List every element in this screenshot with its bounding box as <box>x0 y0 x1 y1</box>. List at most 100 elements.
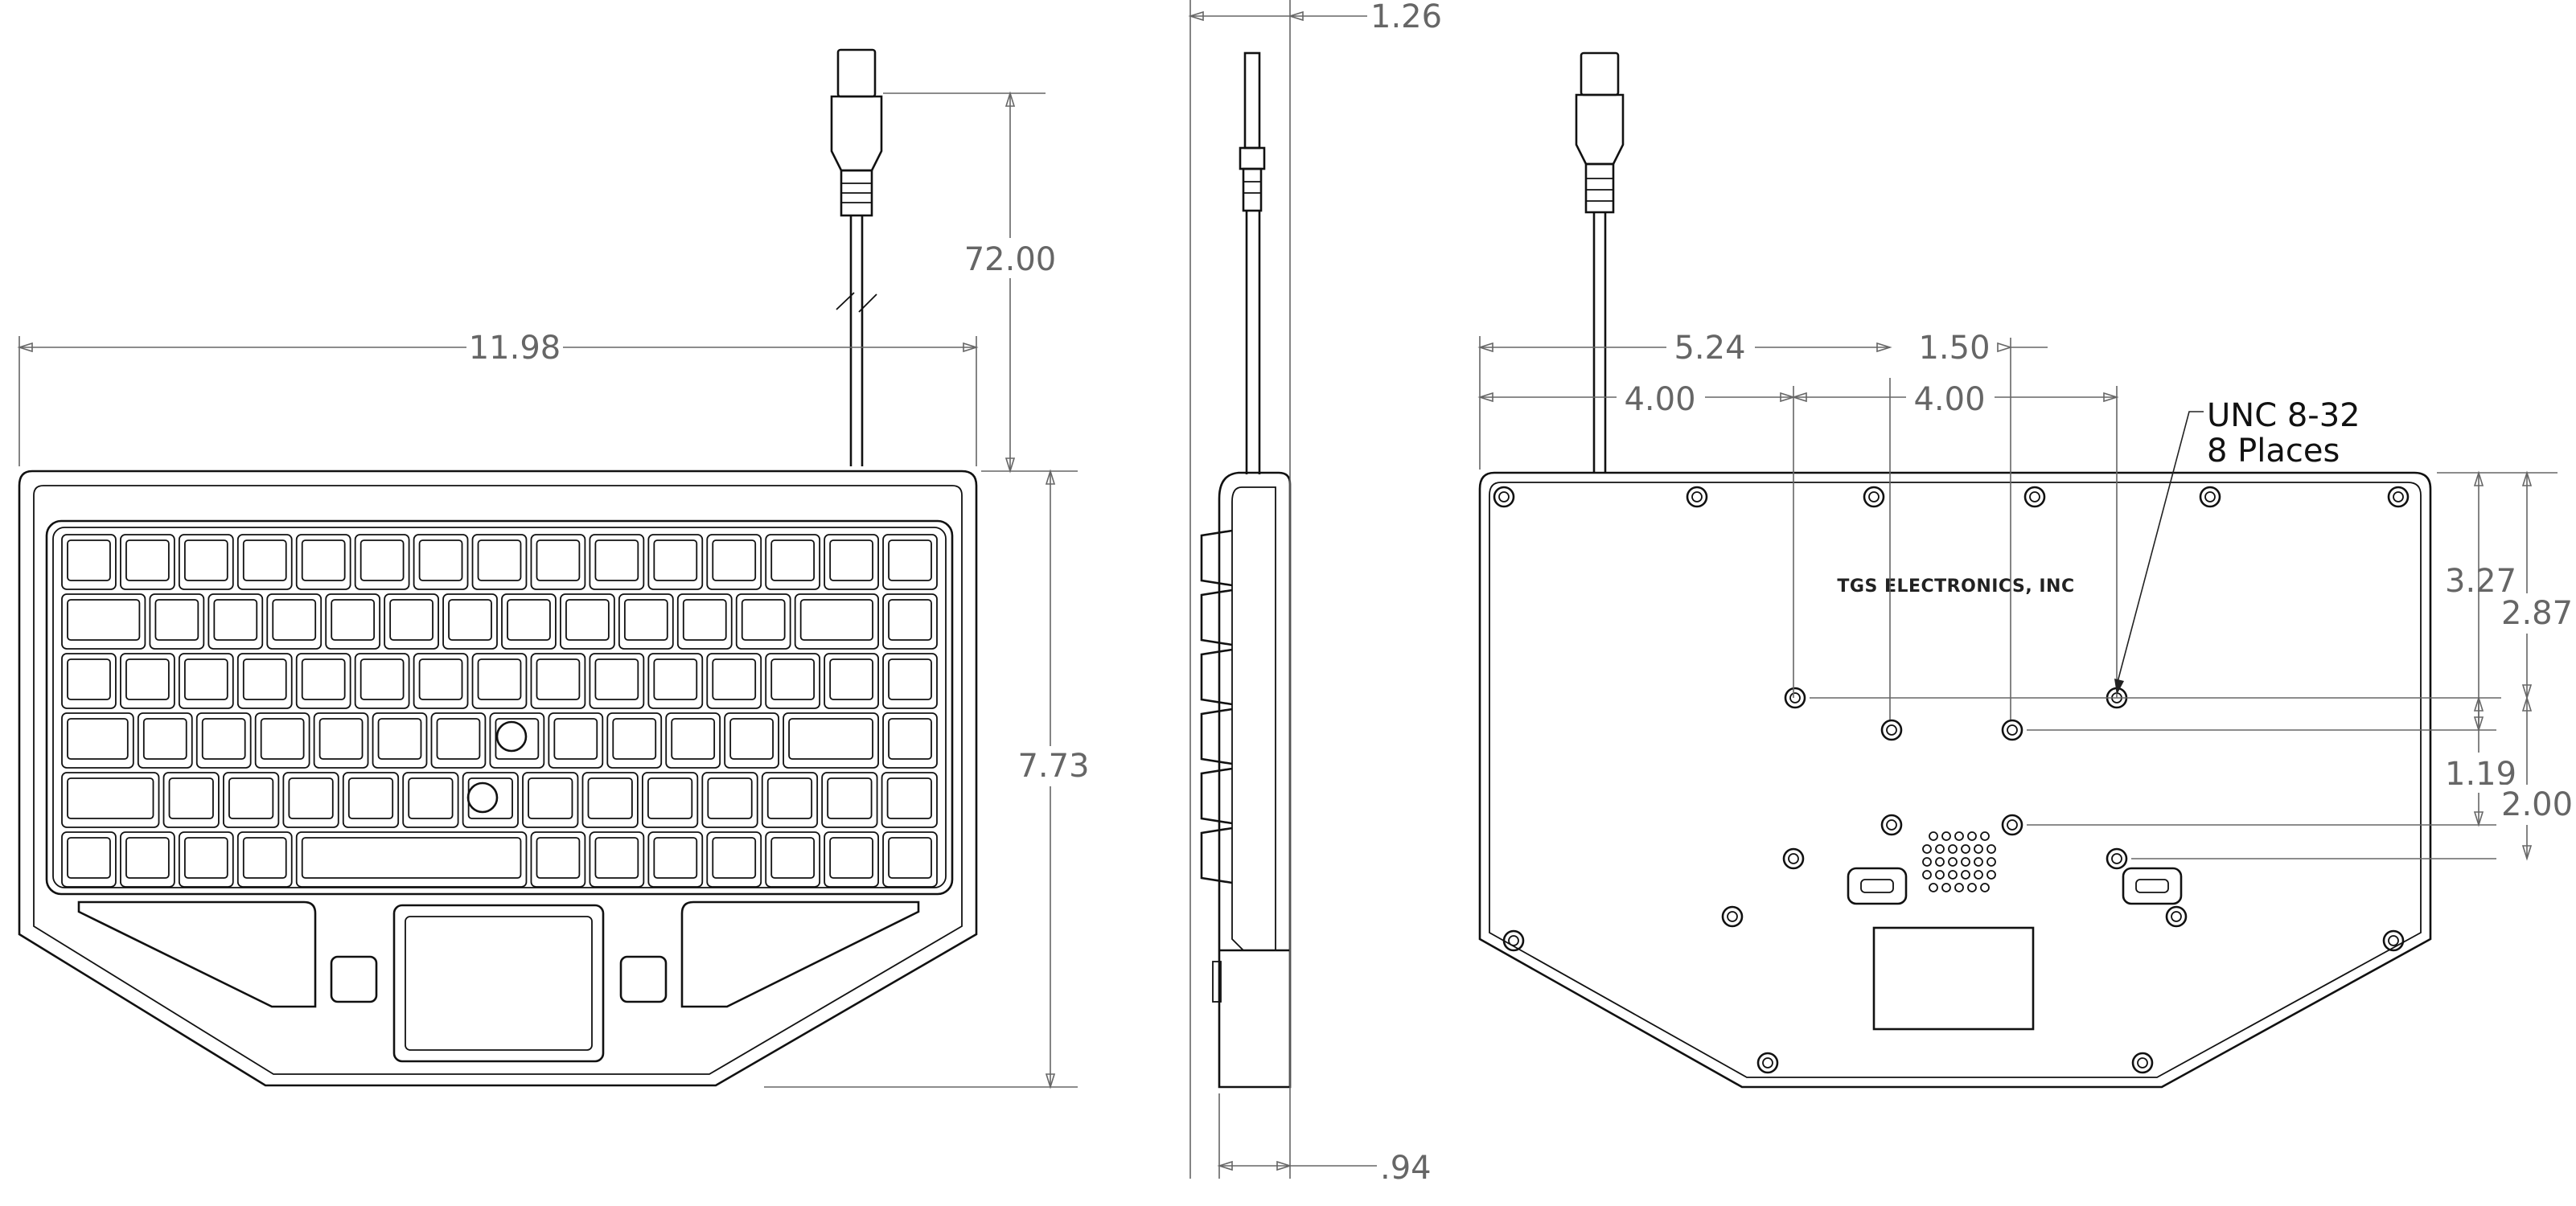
key <box>254 712 310 769</box>
mounting-hole <box>2382 929 2405 952</box>
key <box>137 712 193 769</box>
back-dimensions: 5.24 1.50 4.00 4.00 3.27 2.87 1.19 2.00 <box>1477 326 2574 861</box>
mounting-hole <box>2023 486 2046 508</box>
key <box>618 593 674 650</box>
key <box>162 772 220 828</box>
key <box>882 593 938 650</box>
key <box>701 772 758 828</box>
side-key <box>1200 708 1233 765</box>
key <box>178 534 234 590</box>
mounting-hole <box>1880 814 1903 836</box>
usb-port-left <box>1847 867 1908 905</box>
key <box>665 712 721 769</box>
mounting-hole <box>2131 1052 2154 1074</box>
mounting-hole <box>1493 486 1515 508</box>
mounting-hole <box>2387 486 2410 508</box>
dim-side-body-thickness: .94 <box>1380 1150 1432 1187</box>
key <box>471 534 528 590</box>
key <box>313 712 369 769</box>
side-key <box>1200 827 1233 884</box>
dim-hole-spacing-b: 1.50 <box>1918 330 1990 367</box>
mounting-hole <box>2106 847 2128 870</box>
mounting-hole <box>1756 1052 1779 1074</box>
key <box>706 831 762 888</box>
key <box>761 772 819 828</box>
key <box>384 593 439 650</box>
key <box>120 653 175 709</box>
mounting-hole <box>2199 486 2221 508</box>
dim-overall-width: 11.98 <box>469 330 561 367</box>
key <box>647 831 704 888</box>
dim-hole-spacing-d: 4.00 <box>1913 381 1985 418</box>
key <box>489 712 545 769</box>
dim-overall-depth: 7.73 <box>1017 748 1089 785</box>
left-mouse-button <box>330 955 378 1003</box>
mounting-hole <box>1686 486 1708 508</box>
side-keys <box>1200 529 1233 1003</box>
right-palm-rest <box>680 900 920 1008</box>
side-key <box>1200 648 1233 706</box>
key <box>342 772 400 828</box>
key <box>765 653 821 709</box>
mounting-hole <box>1863 486 1885 508</box>
key <box>354 534 410 590</box>
key <box>824 653 879 709</box>
key <box>61 772 160 828</box>
key <box>581 772 639 828</box>
key <box>530 534 586 590</box>
dim-cable-length: 72.00 <box>964 241 1057 278</box>
key <box>589 534 645 590</box>
back-view: TGS ELECTRONICS, INC <box>1478 51 2432 1089</box>
touchpad <box>392 904 605 1063</box>
key <box>765 831 821 888</box>
mounting-hole <box>1721 905 1744 928</box>
mounting-hole <box>2165 905 2188 928</box>
key <box>522 772 579 828</box>
key <box>61 653 117 709</box>
key <box>881 772 938 828</box>
key <box>236 831 293 888</box>
key <box>548 712 604 769</box>
side-view <box>1200 51 1292 1089</box>
key <box>824 534 879 590</box>
key <box>824 831 879 888</box>
key <box>676 593 733 650</box>
key <box>794 593 879 650</box>
keyboard-keys <box>61 534 938 888</box>
mounting-hole <box>1784 687 1806 709</box>
front-dimensions: 11.98 72.00 7.73 <box>17 91 1092 1089</box>
key <box>641 772 699 828</box>
key <box>882 653 938 709</box>
dim-hole-offset-c: 4.00 <box>1624 381 1695 418</box>
dim-hole-offset-a: 5.24 <box>1674 330 1745 367</box>
dim-hole-vert-h: 2.00 <box>2501 786 2573 823</box>
side-key <box>1200 589 1233 646</box>
key <box>530 831 586 888</box>
key <box>589 653 645 709</box>
key <box>178 653 234 709</box>
front-cable <box>830 48 883 466</box>
key <box>647 534 704 590</box>
pointing-stick <box>466 781 499 814</box>
left-palm-rest <box>77 900 317 1008</box>
key <box>706 653 762 709</box>
key <box>471 653 528 709</box>
key <box>61 593 146 650</box>
key <box>413 653 469 709</box>
key <box>266 593 323 650</box>
key <box>61 712 134 769</box>
right-mouse-button <box>619 955 668 1003</box>
key <box>223 772 280 828</box>
key <box>530 653 586 709</box>
side-body-outline <box>1218 471 1292 1089</box>
mounting-hole <box>1782 847 1805 870</box>
speaker-vent <box>1922 831 1996 892</box>
key <box>120 534 175 590</box>
mounting-holes <box>1493 486 2410 1074</box>
key <box>325 593 381 650</box>
usb-port-right <box>2122 867 2183 905</box>
key <box>430 712 487 769</box>
key <box>61 534 117 590</box>
key <box>821 772 878 828</box>
